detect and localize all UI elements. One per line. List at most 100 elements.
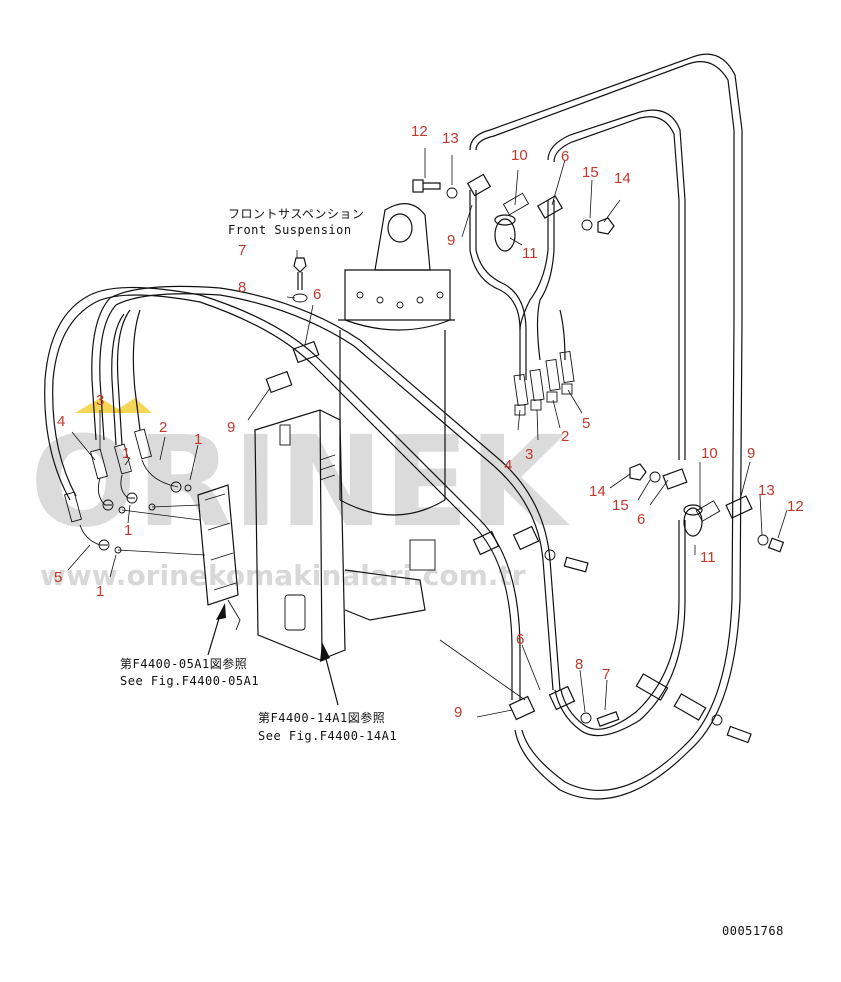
ref2-en: See Fig.F4400-14A1 <box>258 729 397 743</box>
callout-6-upper: 6 <box>313 286 321 303</box>
callout-13-top: 13 <box>442 130 459 147</box>
callout-9-lower: 9 <box>454 704 462 721</box>
bolt-12-head-top <box>412 179 424 193</box>
callout-5-right: 5 <box>582 415 590 432</box>
callout-2-right: 2 <box>561 428 569 445</box>
callout-4-right: 4 <box>504 457 512 474</box>
callout-6-top: 6 <box>561 148 569 165</box>
fittings-right <box>513 350 575 416</box>
watermark-brand: ORINEK <box>30 410 570 555</box>
hose-loop-left <box>44 285 561 700</box>
callout-2-left: 2 <box>159 419 167 436</box>
callout-6-lower: 6 <box>516 631 524 648</box>
fitting-3 <box>529 368 545 402</box>
callout-8-lower: 8 <box>575 656 583 673</box>
fitting-left-2 <box>133 428 153 460</box>
annotations: フロントサスペンション Front Suspension 第F4400-05A1… <box>120 207 784 938</box>
ref2-jp: 第F4400-14A1図参照 <box>258 710 385 725</box>
callout-3-right: 3 <box>525 446 533 463</box>
callout-11-right: 11 <box>700 549 716 566</box>
callout-numbers: 12 13 10 6 15 14 9 11 7 8 6 9 4 3 2 5 14… <box>54 123 804 721</box>
clamp-lower-right-1 <box>635 673 669 701</box>
callout-1-left-a: 1 <box>122 445 130 462</box>
clamp-9-top <box>466 173 492 197</box>
caption-en: Front Suspension <box>228 223 352 237</box>
nut-14-top <box>597 217 615 235</box>
clamp-6-right <box>662 468 688 490</box>
clamp-9-upper <box>265 370 293 394</box>
callout-9-right: 9 <box>747 445 755 462</box>
callout-1-left-c: 1 <box>124 522 132 539</box>
bolt-7-head <box>293 257 307 273</box>
watermark: ORINEK www.orinekomakinalari.com.tr <box>30 398 570 592</box>
hose-loop-right <box>469 53 743 800</box>
spacer-11-top <box>494 218 516 252</box>
washer-13-right <box>757 534 769 546</box>
washer-13-top <box>446 187 458 199</box>
clamp-6-top <box>537 195 563 219</box>
callout-1-left-b: 1 <box>194 431 202 448</box>
clamp-6-upper <box>292 340 320 364</box>
callout-13-right: 13 <box>758 482 775 499</box>
callout-3-left: 3 <box>96 392 104 409</box>
callout-12-top: 12 <box>411 123 428 140</box>
fitting-left-5 <box>63 491 83 523</box>
nut-4 <box>514 404 526 416</box>
nut-3 <box>530 399 542 411</box>
ref2-pointer <box>324 654 339 706</box>
watermark-url: www.orinekomakinalari.com.tr <box>40 559 526 592</box>
washer-15-top <box>581 219 593 231</box>
washer-mid <box>544 549 556 561</box>
callout-6-right: 6 <box>637 511 645 528</box>
clamp-9-lower <box>508 695 536 721</box>
fitting-2 <box>545 358 561 392</box>
ref1-jp: 第F4400-05A1図参照 <box>120 656 247 671</box>
fitting-left-1 <box>113 443 133 475</box>
suspension-cylinder <box>338 203 455 516</box>
callout-10-right: 10 <box>701 445 718 462</box>
washer-lower-right <box>711 714 723 726</box>
bolt-12-right <box>767 537 785 553</box>
bracket-10-top <box>502 192 530 216</box>
figure-code: 00051768 <box>722 924 784 938</box>
clamp-6-lower <box>548 685 576 711</box>
callout-12-right: 12 <box>787 498 804 515</box>
nut-2 <box>546 391 558 403</box>
clamp-9-right <box>725 495 753 519</box>
callout-7-upper: 7 <box>238 242 246 259</box>
clamps <box>265 173 753 721</box>
callout-15-right: 15 <box>612 497 629 514</box>
callout-5-left: 5 <box>54 569 62 586</box>
ref1-en: See Fig.F4400-05A1 <box>120 674 259 688</box>
bolt-lower-right <box>726 725 752 744</box>
callout-8-upper: 8 <box>238 279 246 296</box>
washer-8 <box>292 293 308 303</box>
bracket-10-right <box>695 500 721 522</box>
ref1-arrowhead <box>216 603 226 620</box>
bolt-mid <box>563 556 589 573</box>
callout-9-upper: 9 <box>227 419 235 436</box>
callout-1-left-d: 1 <box>96 583 104 600</box>
nut-14-right <box>629 463 647 481</box>
bracket-slot <box>284 594 306 631</box>
ref2-arrowhead <box>320 642 330 662</box>
spacers <box>494 192 721 537</box>
watermark-accent-right <box>112 398 152 413</box>
watermark-accent-left <box>75 398 125 413</box>
mount-block <box>409 539 436 571</box>
clamp-lower-right-2 <box>673 693 707 721</box>
callout-15-top: 15 <box>582 164 599 181</box>
leader-lines <box>67 148 788 718</box>
washer-8-lower <box>580 712 592 724</box>
caption-jp: フロントサスペンション <box>228 207 364 221</box>
ref1-pointer <box>207 614 221 656</box>
frame-bracket <box>254 409 436 661</box>
clamp-mid-2 <box>512 525 540 551</box>
callout-4-left: 4 <box>57 413 65 430</box>
fittings-left <box>63 428 192 554</box>
callout-11-top: 11 <box>522 245 538 262</box>
callout-9-top: 9 <box>447 232 455 249</box>
callout-14-top: 14 <box>614 170 631 187</box>
fitting-5 <box>559 350 575 384</box>
